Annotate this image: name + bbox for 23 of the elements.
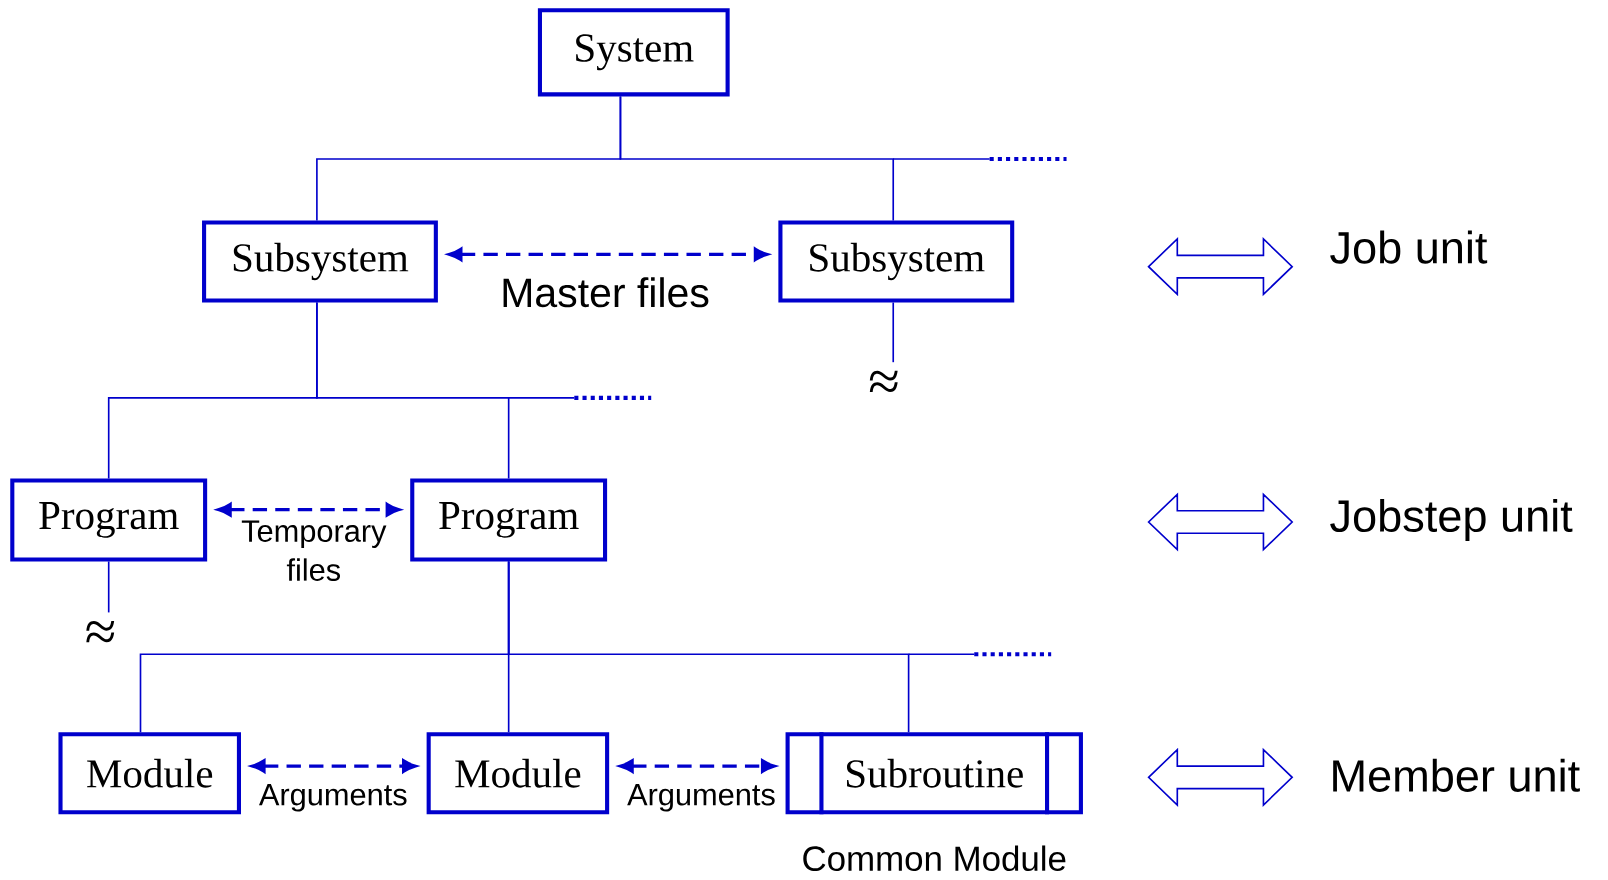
edge-label: Master files: [498, 275, 712, 310]
connector-line: [507, 560, 910, 734]
process-box: Program: [410, 478, 608, 562]
edge-label: Arguments: [256, 782, 410, 814]
level-label: Member unit: [1333, 758, 1580, 792]
process-box: Subsystem: [202, 220, 438, 303]
approx-symbol: ≈: [869, 370, 898, 392]
process-box: Module: [58, 732, 241, 815]
connector-line: [107, 560, 110, 614]
process-box: Program: [10, 478, 208, 562]
edge-label: Arguments: [625, 782, 778, 814]
process-box: Subsystem: [778, 220, 1015, 303]
edge-label: Temporary files: [234, 518, 393, 584]
level-label: Jobstep unit: [1330, 498, 1573, 541]
subroutine-box: Subroutine: [785, 730, 1083, 817]
connector-line: [619, 95, 895, 222]
node-label: Common Module: [803, 845, 1066, 872]
connector-line: [892, 301, 895, 364]
approx-symbol: ≈: [86, 621, 115, 643]
level-label: Job unit: [1330, 230, 1488, 264]
connector-line: [316, 301, 510, 480]
process-box: System: [537, 8, 730, 97]
process-box: Module: [426, 732, 610, 815]
